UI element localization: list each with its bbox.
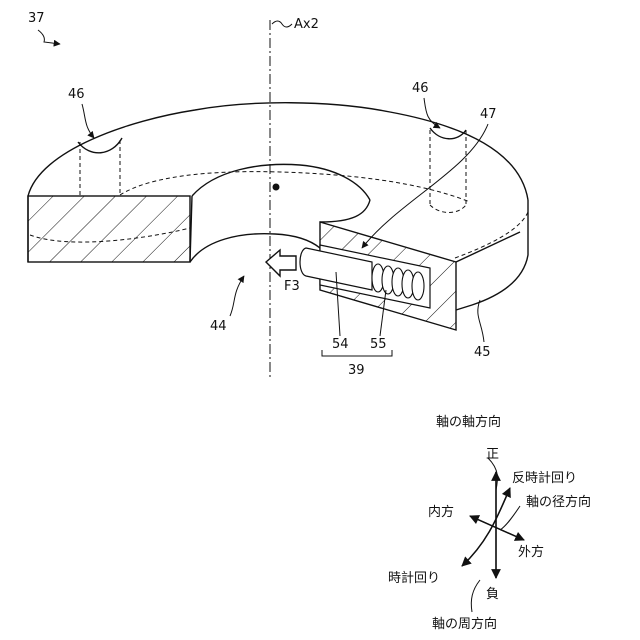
- figure-ref-37: 37: [28, 11, 45, 26]
- ref-47-leader: [362, 124, 488, 248]
- axis-label: Ax2: [294, 17, 319, 32]
- ref-54: 54: [332, 337, 349, 352]
- legend-clockwise: 時計回り: [388, 570, 440, 586]
- ref-46-left: 46: [68, 87, 85, 102]
- circumferential-arrow: [462, 488, 510, 566]
- legend-inward: 内方: [428, 504, 454, 520]
- ref-39: 39: [348, 363, 365, 378]
- ref-44: 44: [210, 319, 227, 334]
- legend-circumferential: 軸の周方向: [432, 616, 497, 632]
- axis-leader: [272, 21, 292, 27]
- legend-axial: 軸の軸方向: [436, 414, 501, 430]
- ref-45: 45: [474, 345, 491, 360]
- ref-46-left-leader: [82, 104, 94, 138]
- ref-46-right: 46: [412, 81, 429, 96]
- axis-center-dot: [273, 184, 280, 191]
- ref-55: 55: [370, 337, 387, 352]
- left-section: [28, 196, 190, 262]
- ref-44-leader: [230, 276, 244, 316]
- force-label: F3: [284, 279, 300, 294]
- legend-outward: 外方: [518, 544, 544, 560]
- figure-ref-leader: [38, 30, 60, 44]
- legend-counterclockwise: 反時計回り: [512, 470, 577, 486]
- direction-legend: 軸の軸方向 正 反時計回り 軸の径方向 内方 外方 時計回り 負 軸の周方向: [388, 414, 591, 632]
- legend-positive: 正: [486, 447, 499, 462]
- ref-47: 47: [480, 107, 497, 122]
- ref-45-leader: [478, 300, 484, 342]
- right-section: [300, 222, 520, 330]
- legend-negative: 負: [486, 587, 499, 602]
- legend-radial: 軸の径方向: [526, 494, 591, 510]
